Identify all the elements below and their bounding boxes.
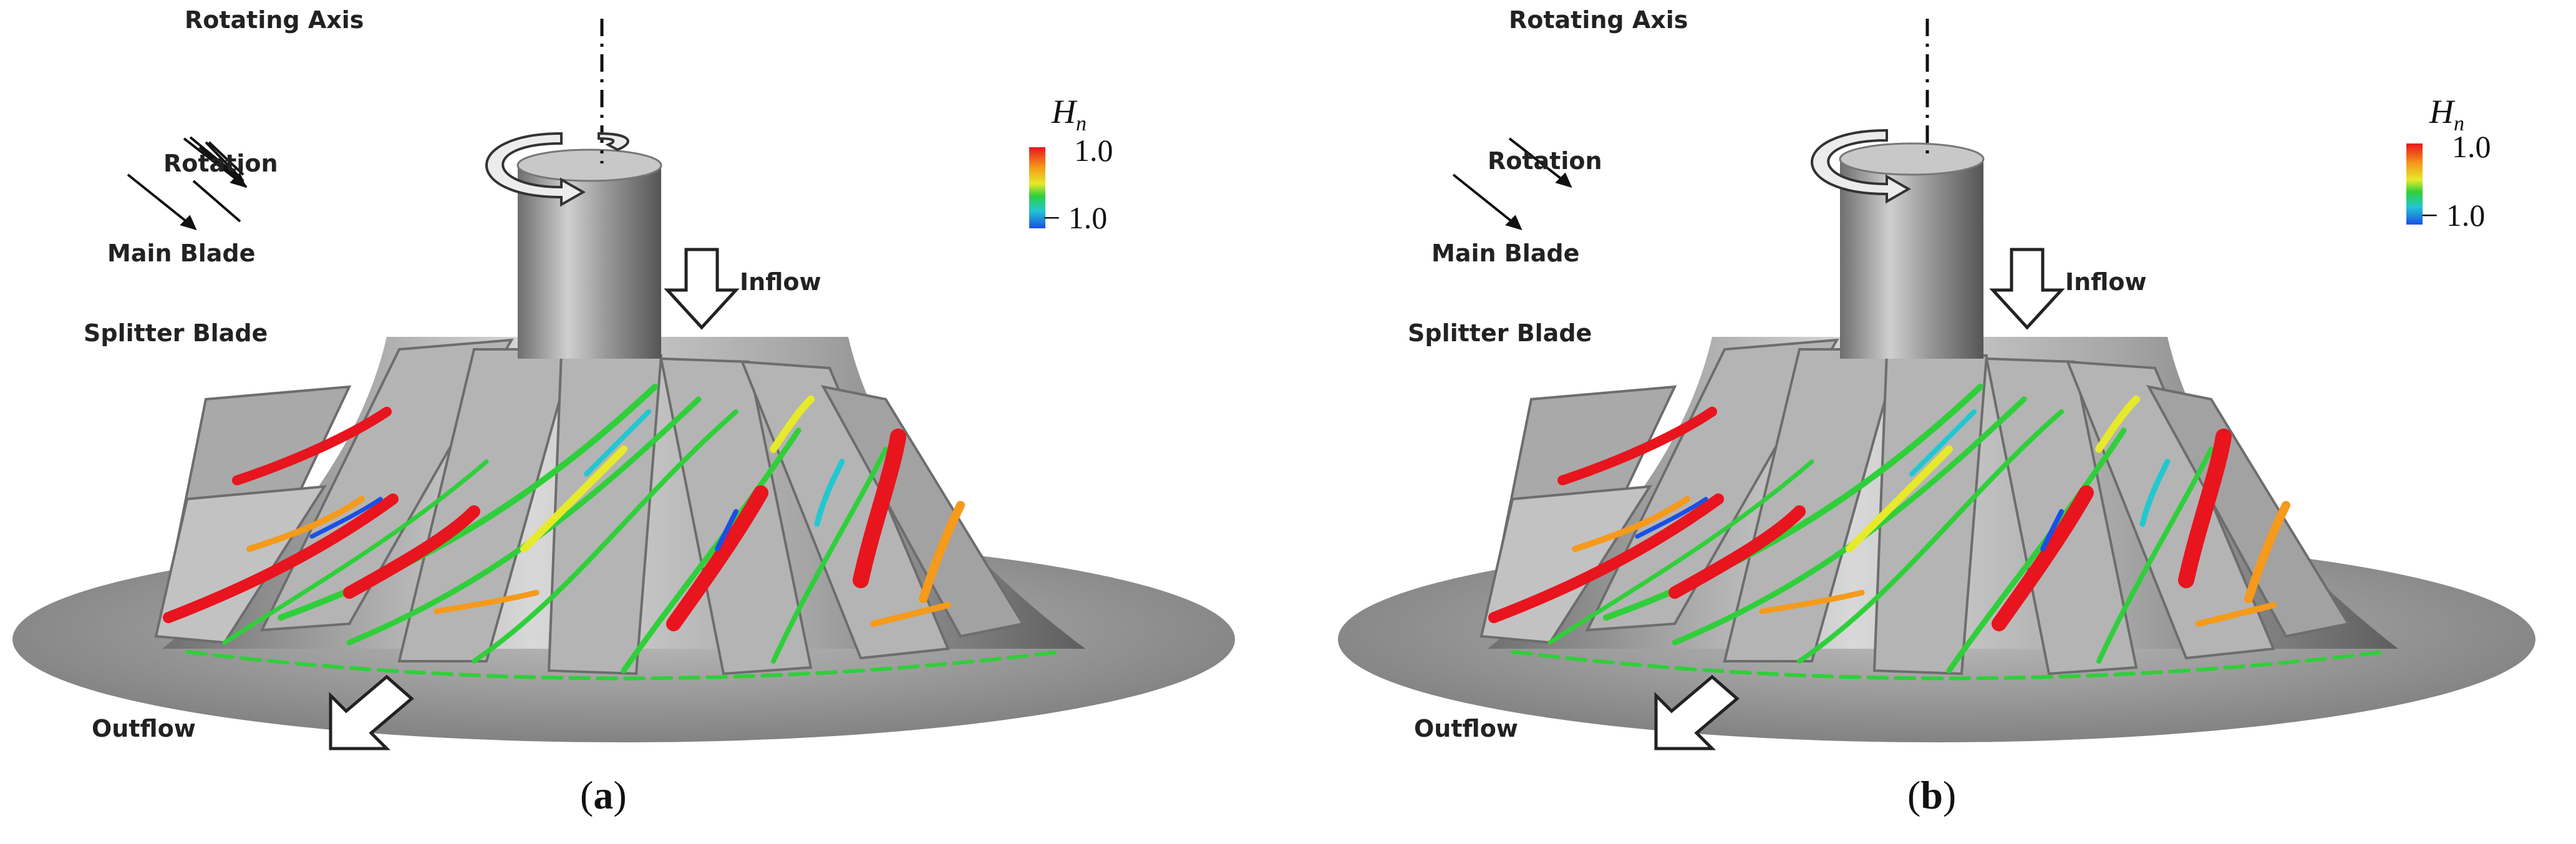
- label-rotating-axis: Rotating Axis: [1509, 6, 1688, 34]
- panel-caption: (a): [580, 773, 627, 817]
- panel-a: Rotating Axis Rotation Main Blade Inflow…: [12, 6, 1235, 817]
- inflow-arrow: [664, 248, 740, 330]
- legend-max: 1.0: [2452, 129, 2491, 164]
- outflow-arrow: [1654, 674, 1740, 750]
- label-inflow: Inflow: [2065, 268, 2147, 296]
- legend-subscript: n: [2454, 112, 2464, 135]
- rotation-arrow: [485, 132, 629, 207]
- label-rotating-axis: Rotating Axis: [185, 6, 364, 34]
- blades: [1479, 338, 2351, 676]
- outflow-arrow: [329, 674, 414, 750]
- caption-letter: b: [1920, 773, 1943, 817]
- legend-symbol: H: [2429, 93, 2454, 130]
- shaft-top: [516, 148, 662, 182]
- panel-caption: (b): [1907, 773, 1957, 817]
- label-rotation: Rotation: [1488, 147, 1602, 175]
- legend-colorbar: [2406, 143, 2423, 225]
- vortex-structures: [1488, 384, 2388, 681]
- rotation-arrow: [1811, 129, 1912, 204]
- shaft: [518, 165, 661, 359]
- label-rotation: Rotation: [163, 150, 278, 177]
- legend-colorbar: [1029, 147, 1045, 228]
- label-main-blade: Main Blade: [107, 240, 256, 267]
- legend-max: 1.0: [1074, 133, 1113, 168]
- label-splitter-blade: Splitter Blade: [84, 319, 268, 347]
- label-outflow: Outflow: [1414, 715, 1518, 742]
- legend-subscript: n: [1076, 112, 1087, 135]
- label-inflow: Inflow: [740, 268, 821, 296]
- shaft-top: [1839, 142, 1985, 176]
- legend-min: − 1.0: [2421, 198, 2486, 233]
- blades: [154, 338, 1025, 676]
- label-splitter-blade: Splitter Blade: [1408, 319, 1592, 347]
- legend-title: Hn: [2429, 92, 2464, 136]
- panel-b: Rotating Axis Rotation Main Blade Inflow…: [1288, 0, 2576, 844]
- legend-symbol: H: [1052, 93, 1076, 130]
- label-outflow: Outflow: [92, 715, 196, 742]
- leader-main-blade: [189, 136, 245, 182]
- label-main-blade: Main Blade: [1431, 240, 1580, 267]
- leader-arrows: [1452, 137, 1572, 231]
- leader-arrows: [127, 137, 247, 231]
- legend-title: Hn: [1052, 92, 1087, 136]
- impeller-render-a: [12, 19, 1235, 750]
- vortex-structures: [163, 384, 1062, 681]
- impeller-render-b: [1338, 19, 2535, 750]
- caption-letter: a: [593, 773, 614, 817]
- inflow-arrow: [1989, 248, 2065, 330]
- legend-min: − 1.0: [1043, 200, 1108, 235]
